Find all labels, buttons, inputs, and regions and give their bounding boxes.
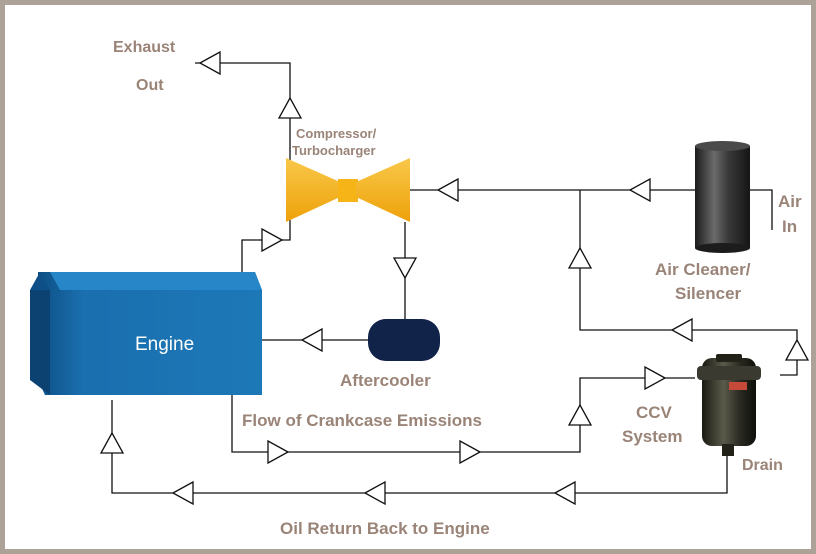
drain-label: Drain [742, 457, 783, 474]
labels: Exhaust Out Compressor/ Turbocharger Air… [113, 39, 802, 538]
air-cleaner-label-1: Air Cleaner/ [655, 260, 751, 279]
air-label: Air [778, 192, 802, 211]
compressor-label-2: Turbocharger [292, 143, 376, 158]
ccv-label-1: CCV [636, 403, 673, 422]
intake-arrow-1 [436, 177, 459, 203]
exhaust-line [195, 62, 291, 170]
ccv-clean-return-line [579, 190, 798, 376]
turbo-shaft [338, 179, 358, 202]
intake-arrow-2 [628, 177, 651, 203]
air-cleaner-label-2: Silencer [675, 284, 742, 303]
turbocharger [286, 158, 410, 222]
crankcase-up-arrow [567, 403, 593, 426]
oil-arrow-2 [363, 480, 386, 506]
ccv-filter [697, 354, 761, 456]
air-in-line [750, 189, 773, 230]
ccv-outlet-up-arrow [784, 338, 810, 361]
oil-arrow-3 [553, 480, 576, 506]
flow-arrows [99, 50, 810, 506]
oil-return-label: Oil Return Back to Engine [280, 519, 490, 538]
oil-arrow-1 [171, 480, 194, 506]
exhaust-up-arrow [277, 96, 303, 119]
aftercooler [368, 319, 440, 361]
aftercooler-label: Aftercooler [340, 371, 431, 390]
exhaust-arrow [198, 50, 221, 76]
crankcase-flow-label: Flow of Crankcase Emissions [242, 411, 482, 430]
ccv-label-2: System [622, 427, 682, 446]
turbo-turbine-wheel [356, 158, 410, 222]
aftercooler-in-arrow [392, 257, 418, 280]
ccv-inlet-arrow [644, 365, 667, 391]
air-in-label: In [782, 217, 797, 236]
turbo-compressor-wheel [286, 158, 340, 222]
engine-label: Engine [135, 334, 194, 355]
crankcase-arrow-1 [267, 439, 290, 465]
crankcase-flow-line [231, 377, 695, 453]
crankcase-arrow-2 [459, 439, 482, 465]
ccv-return-left-arrow [670, 317, 693, 343]
exhaust-out-label: Out [136, 77, 164, 94]
exhaust-label: Exhaust [113, 39, 176, 56]
oil-up-arrow [99, 431, 125, 454]
engine-in-arrow [300, 327, 323, 353]
engine-block: Engine [30, 272, 262, 395]
engine-out-arrow [261, 227, 284, 253]
compressor-label-1: Compressor/ [296, 126, 377, 141]
air-cleaner [695, 141, 750, 253]
ccv-return-up-arrow [567, 246, 593, 269]
